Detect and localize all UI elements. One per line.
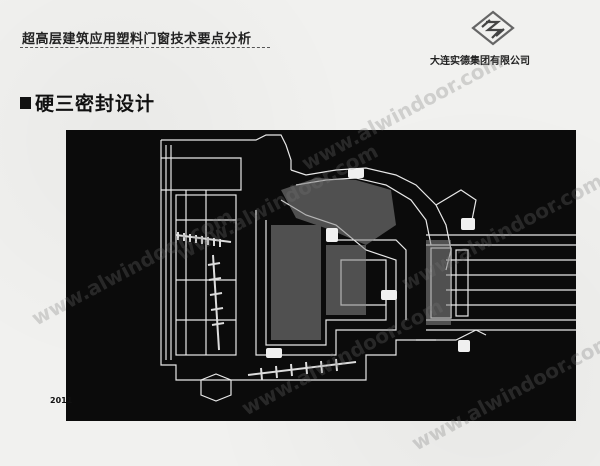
window-profile-cross-section [66,130,576,421]
square-bullet-icon [20,96,31,109]
technical-drawing [160,134,576,402]
section-heading: 硬三密封设计 [20,89,155,116]
company-logo-icon [471,10,515,46]
title-underline [20,47,270,49]
section-heading-text: 硬三密封设计 [35,93,156,115]
footer-year: 2011 [50,396,73,405]
document-title: 超高层建筑应用塑料门窗技术要点分析 [22,32,252,47]
company-name: 大连实德集团有限公司 [430,56,530,67]
